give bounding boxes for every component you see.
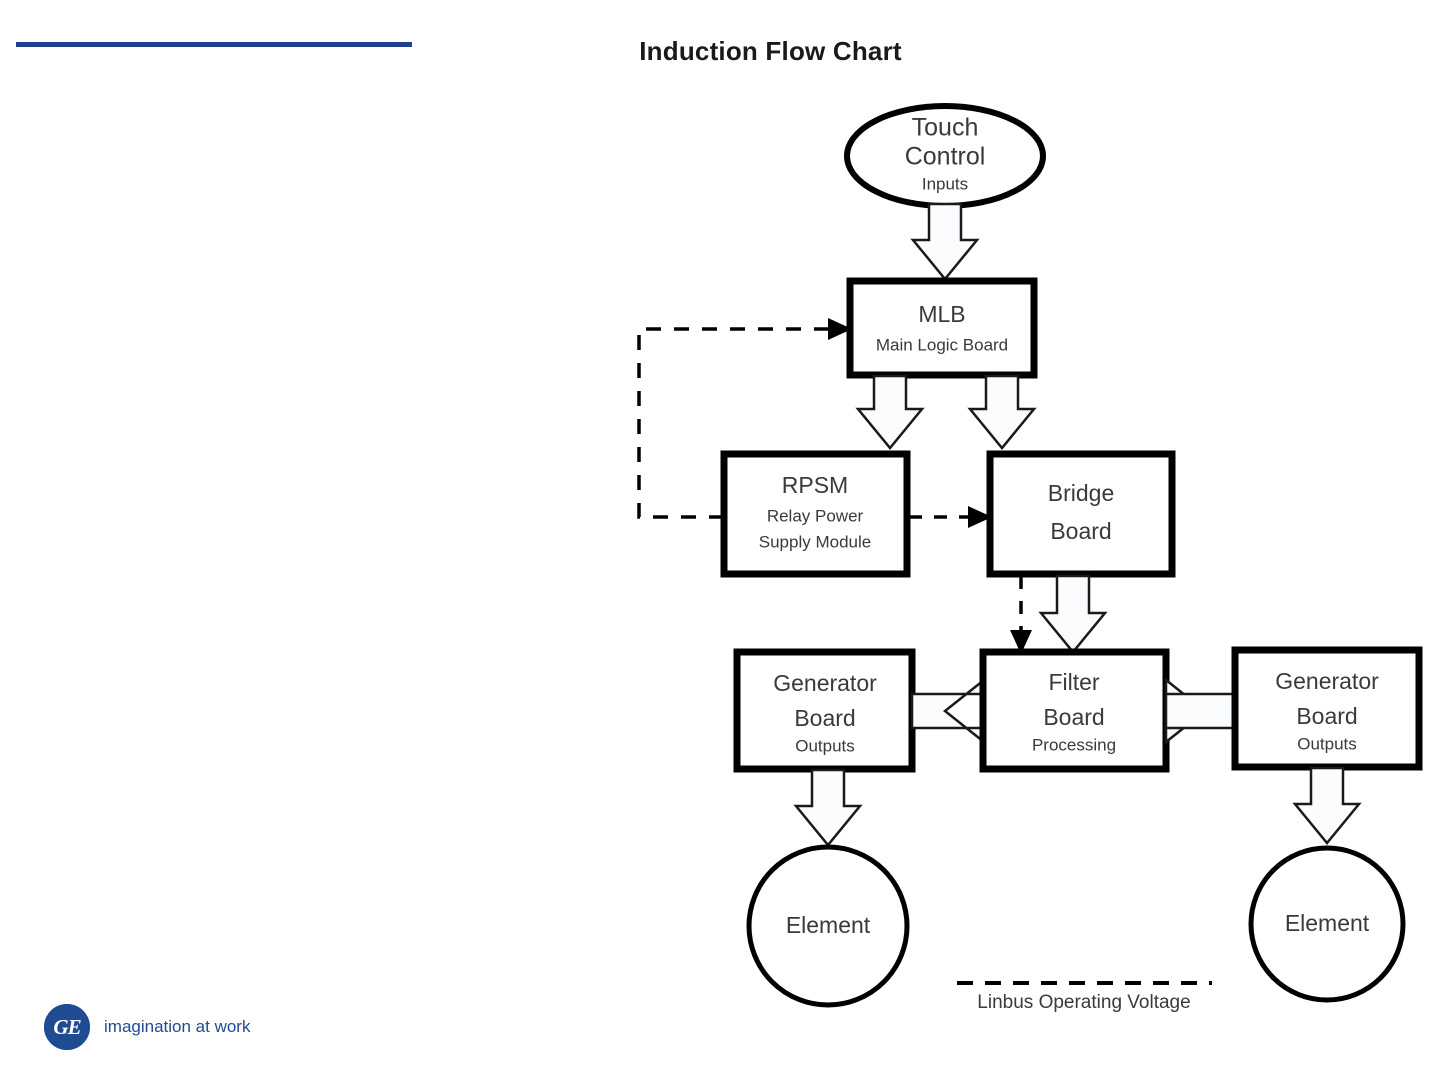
node-mlb-sub: Main Logic Board	[876, 335, 1008, 354]
node-rpsm-line2: Relay Power	[767, 506, 864, 525]
title-accent-rule	[16, 42, 412, 47]
node-generator-board-left-line2: Board	[794, 705, 855, 731]
node-generator-board-left-line1: Generator	[773, 670, 877, 696]
ge-tagline: imagination at work	[104, 1017, 251, 1036]
node-touch-control-line1: Touch	[912, 114, 979, 142]
node-generator-board-right-line1: Generator	[1275, 668, 1379, 694]
node-mlb[interactable]: MLB Main Logic Board	[846, 277, 1038, 379]
edge-generator-board-right-to-element-right	[1292, 766, 1362, 845]
node-generator-board-left-sub: Outputs	[795, 736, 855, 755]
page-title-text: Induction Flow Chart	[639, 36, 902, 66]
ge-brand-footer: GE imagination at work	[44, 1004, 250, 1050]
node-touch-control[interactable]: Touch Control Inputs	[844, 103, 1046, 209]
node-generator-board-right[interactable]: Generator Board Outputs	[1231, 646, 1423, 771]
edge-bridge-board-to-filter-board-dashed	[1010, 576, 1032, 654]
edge-rpsm-to-bridge-board-dashed	[909, 506, 992, 528]
node-bridge-board[interactable]: Bridge Board	[986, 450, 1176, 578]
ge-logo-icon: GE	[44, 1004, 90, 1050]
node-filter-board-line2: Board	[1043, 704, 1104, 730]
ge-logo-letters: GE	[53, 1014, 81, 1039]
node-generator-board-right-sub: Outputs	[1297, 734, 1357, 753]
induction-flow-chart-diagram: Touch Control Inputs MLB Main Logic Boar…	[600, 80, 1441, 1040]
node-generator-board-right-line2: Board	[1296, 703, 1357, 729]
node-element-left-label: Element	[786, 912, 871, 938]
node-generator-board-left[interactable]: Generator Board Outputs	[733, 648, 916, 773]
node-rpsm-line1: RPSM	[782, 472, 848, 498]
node-filter-board-line1: Filter	[1048, 669, 1099, 695]
node-rpsm[interactable]: RPSM Relay Power Supply Module	[720, 450, 911, 578]
node-filter-board-sub: Processing	[1032, 735, 1116, 754]
edge-rpsm-to-mlb-dashed	[637, 318, 852, 519]
edge-generator-board-left-to-element-left	[793, 768, 863, 847]
node-touch-control-line2: Control	[905, 143, 986, 171]
node-rpsm-line3: Supply Module	[759, 532, 871, 551]
node-bridge-board-line1: Bridge	[1048, 480, 1114, 506]
edge-mlb-to-bridge-board	[967, 374, 1037, 450]
edge-mlb-to-rpsm	[855, 374, 925, 450]
edge-filter-board-to-generator-board-left	[910, 677, 986, 745]
legend-linbus-operating-voltage: Linbus Operating Voltage	[957, 981, 1212, 1013]
node-element-right[interactable]: Element	[1248, 845, 1406, 1003]
node-touch-control-sub: Inputs	[922, 174, 968, 193]
edge-bridge-board-to-filter-board	[1038, 574, 1108, 654]
legend-label: Linbus Operating Voltage	[977, 992, 1190, 1013]
edge-touch-control-to-mlb	[910, 202, 980, 281]
node-element-right-label: Element	[1285, 910, 1370, 936]
node-bridge-board-line2: Board	[1050, 518, 1111, 544]
node-mlb-line1: MLB	[918, 301, 965, 327]
node-element-left[interactable]: Element	[746, 844, 910, 1008]
page-title: Induction Flow Chart	[0, 36, 1441, 67]
node-filter-board[interactable]: Filter Board Processing	[979, 648, 1170, 773]
